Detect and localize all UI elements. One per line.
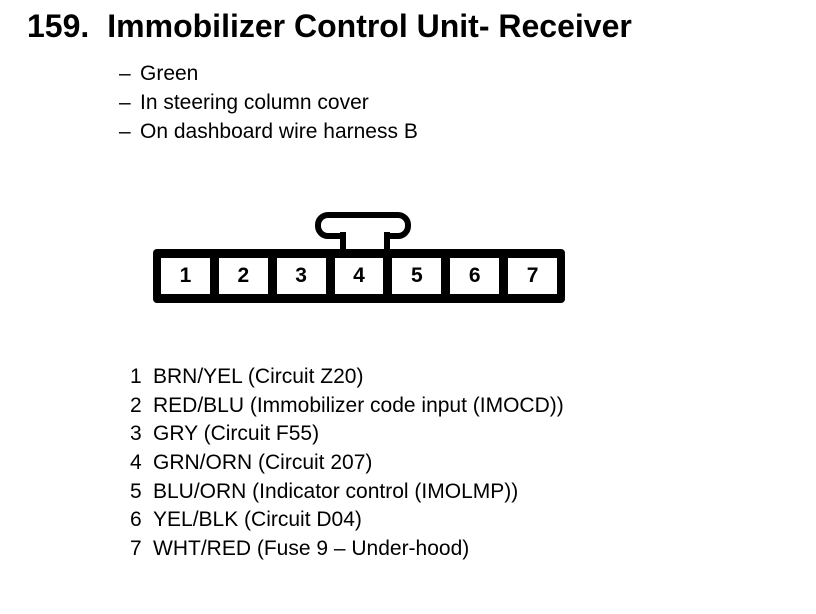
connector-pin-4: 4 [334, 258, 384, 294]
pin-legend-row: 5 BLU/ORN (Indicator control (IMOLMP)) [130, 477, 564, 506]
pin-legend-row: 7 WHT/RED (Fuse 9 – Under-hood) [130, 535, 564, 564]
note-dash: – [119, 61, 131, 85]
connector-pin-3: 3 [276, 258, 326, 294]
pin-description: GRY (Circuit F55) [153, 422, 320, 446]
pin-number: 6 [130, 508, 142, 532]
note-text: In steering column cover [140, 90, 369, 114]
pin-legend: 1 BRN/YEL (Circuit Z20) 2 RED/BLU (Immob… [130, 363, 564, 563]
pin-description: YEL/BLK (Circuit D04) [153, 508, 362, 532]
page-title-number: 159. [27, 8, 90, 44]
location-notes: – Green – In steering column cover – On … [119, 59, 418, 146]
pin-description: WHT/RED (Fuse 9 – Under-hood) [153, 536, 470, 560]
pin-legend-row: 4 GRN/ORN (Circuit 207) [130, 449, 564, 478]
note-text: Green [140, 61, 199, 85]
pin-number: 7 [130, 536, 142, 560]
pin-description: BRN/YEL (Circuit Z20) [153, 365, 364, 389]
connector-body: 1 2 3 4 5 6 7 [153, 249, 565, 303]
pin-legend-row: 2 RED/BLU (Immobilizer code input (IMOCD… [130, 392, 564, 421]
pin-number: 2 [130, 393, 142, 417]
connector-pin-6: 6 [450, 258, 500, 294]
connector-pin-7: 7 [508, 258, 558, 294]
pin-legend-row: 1 BRN/YEL (Circuit Z20) [130, 363, 564, 392]
note-dash: – [119, 90, 131, 114]
connector-pin-2: 2 [218, 258, 268, 294]
connector-pin-5: 5 [392, 258, 442, 294]
pin-legend-row: 6 YEL/BLK (Circuit D04) [130, 506, 564, 535]
page-title: 159. Immobilizer Control Unit- Receiver [27, 8, 632, 45]
pin-description: BLU/ORN (Indicator control (IMOLMP)) [153, 479, 519, 503]
connector-diagram: 1 2 3 4 5 6 7 [153, 210, 565, 304]
pin-description: GRN/ORN (Circuit 207) [153, 451, 373, 475]
pin-description: RED/BLU (Immobilizer code input (IMOCD)) [153, 393, 564, 417]
pin-number: 5 [130, 479, 142, 503]
pin-number: 3 [130, 422, 142, 446]
note-item: – On dashboard wire harness B [119, 117, 418, 146]
note-dash: – [119, 119, 131, 143]
pin-number: 1 [130, 365, 142, 389]
pin-legend-row: 3 GRY (Circuit F55) [130, 420, 564, 449]
connector-keying-tab-stem [340, 232, 390, 251]
pin-number: 4 [130, 451, 142, 475]
note-item: – In steering column cover [119, 88, 418, 117]
page-title-text: Immobilizer Control Unit- Receiver [107, 8, 632, 44]
note-text: On dashboard wire harness B [140, 119, 418, 143]
note-item: – Green [119, 59, 418, 88]
connector-pin-1: 1 [161, 258, 210, 294]
